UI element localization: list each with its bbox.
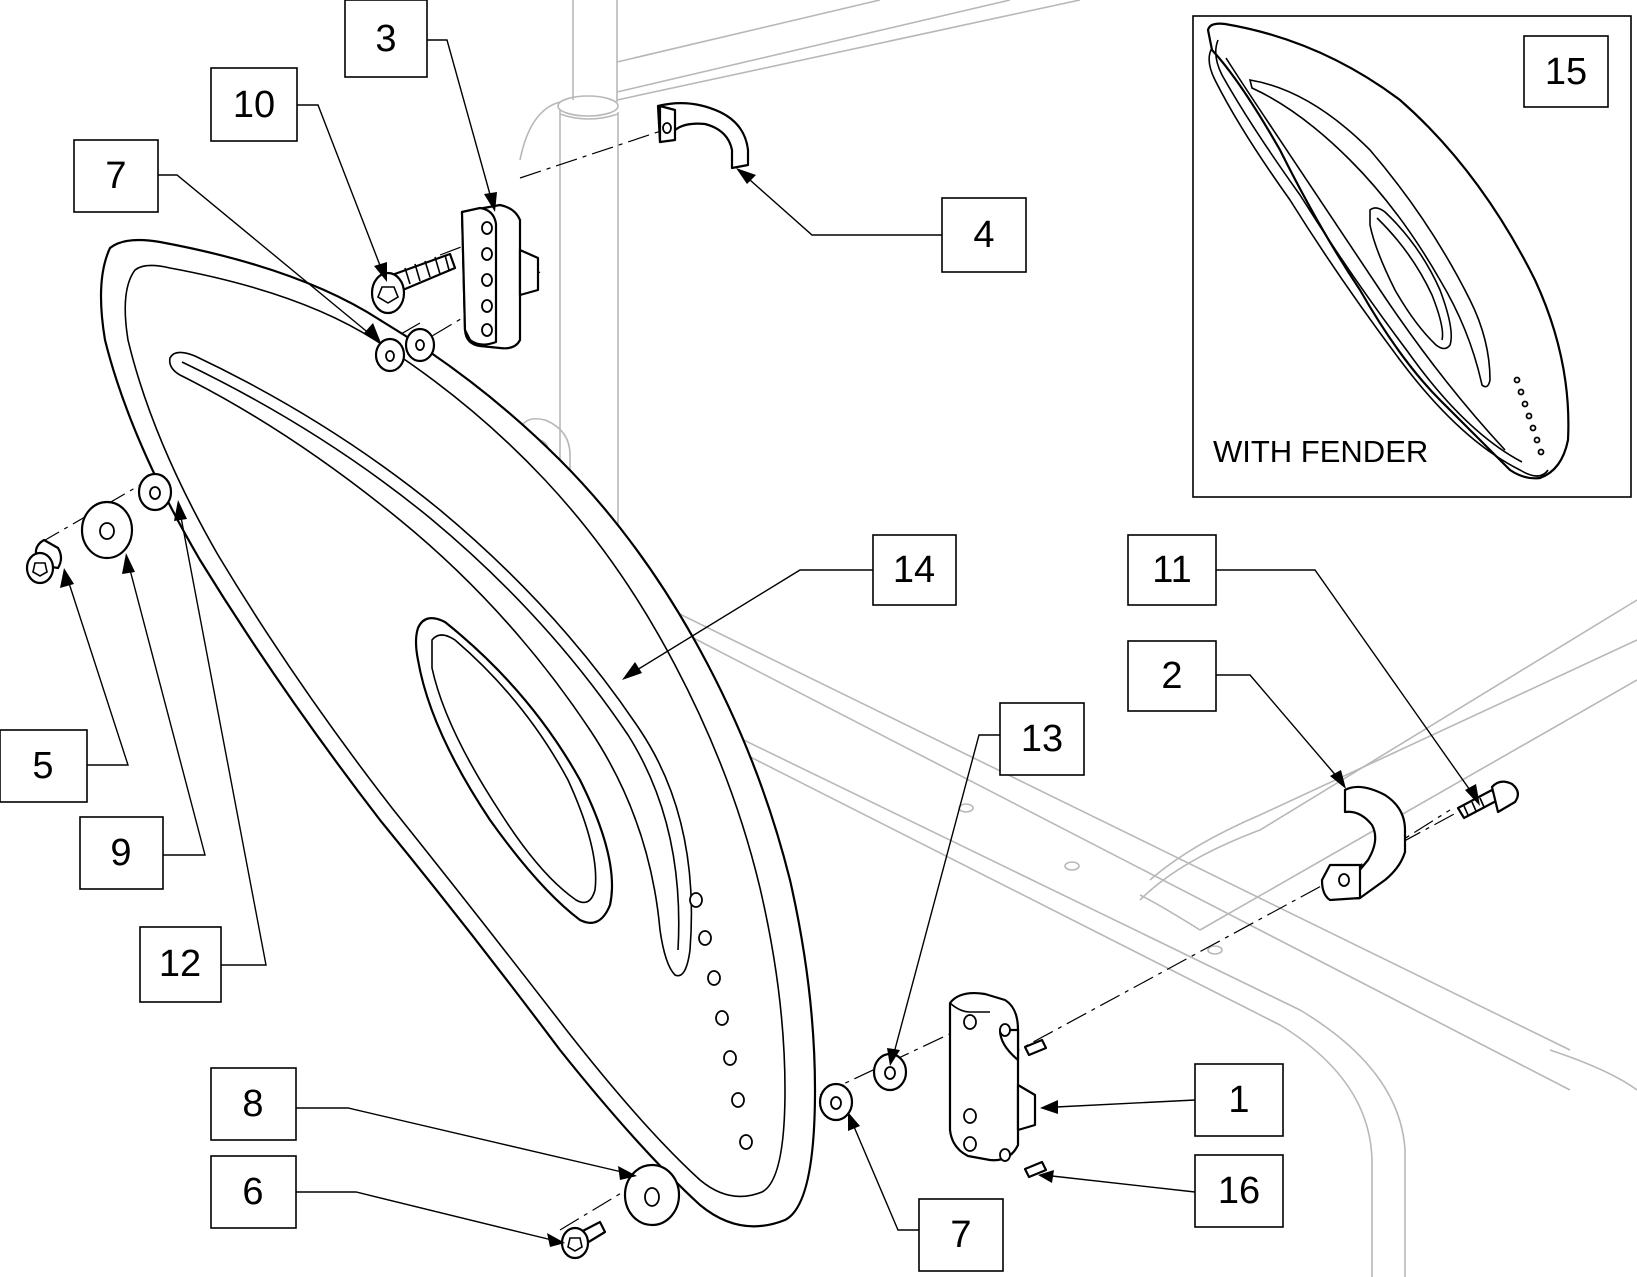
- side-guard-panel: [99, 238, 817, 1228]
- svg-text:5: 5: [32, 745, 53, 787]
- callout-7-bottom: 7: [918, 1198, 1004, 1272]
- svg-text:15: 15: [1545, 51, 1587, 93]
- tube-clamp-top: [656, 102, 750, 170]
- callout-15: 15: [1523, 35, 1609, 108]
- callout-14: 14: [872, 534, 957, 606]
- arrowheads: [60, 168, 1480, 1247]
- svg-text:13: 13: [1021, 718, 1063, 760]
- washer-and-screw-bottom: [560, 1163, 681, 1260]
- callout-1: 1: [1194, 1063, 1284, 1137]
- callout-4: 4: [941, 197, 1027, 273]
- lower-bracket: [948, 991, 1037, 1162]
- leader-lines: [67, 39, 1473, 1241]
- callout-13: 13: [999, 702, 1085, 776]
- svg-text:9: 9: [110, 832, 131, 874]
- svg-text:16: 16: [1218, 1170, 1260, 1212]
- socket-head-screw-top: [370, 252, 457, 315]
- svg-text:6: 6: [242, 1171, 263, 1213]
- svg-text:3: 3: [375, 18, 396, 60]
- callout-9: 9: [79, 816, 164, 890]
- callout-11: 11: [1127, 534, 1217, 606]
- svg-text:1: 1: [1228, 1079, 1249, 1121]
- svg-text:8: 8: [242, 1083, 263, 1125]
- washer-pair-top: [374, 327, 436, 373]
- callout-3: 3: [344, 0, 428, 78]
- svg-text:7: 7: [105, 155, 126, 197]
- socket-head-screw-right: [1456, 780, 1519, 820]
- callout-5: 5: [0, 729, 88, 803]
- set-screws: [1023, 1038, 1048, 1179]
- svg-text:10: 10: [233, 84, 275, 126]
- callout-12: 12: [139, 926, 222, 1003]
- svg-text:2: 2: [1161, 655, 1182, 697]
- upper-bracket: [460, 203, 540, 350]
- svg-text:11: 11: [1152, 549, 1191, 591]
- svg-text:14: 14: [893, 549, 935, 591]
- tube-clamp-right: [1320, 785, 1407, 902]
- callout-10: 10: [210, 67, 298, 142]
- screw-washer-stack-left: [25, 472, 173, 585]
- callout-6: 6: [210, 1155, 297, 1229]
- callout-2: 2: [1127, 640, 1217, 712]
- svg-text:4: 4: [973, 214, 994, 256]
- callout-7-top: 7: [73, 139, 159, 213]
- svg-text:7: 7: [950, 1214, 971, 1256]
- inset-caption: WITH FENDER: [1213, 434, 1428, 469]
- svg-text:12: 12: [159, 943, 201, 985]
- callout-8: 8: [210, 1067, 297, 1141]
- washers-lower: [818, 1052, 908, 1122]
- callout-16: 16: [1194, 1154, 1284, 1228]
